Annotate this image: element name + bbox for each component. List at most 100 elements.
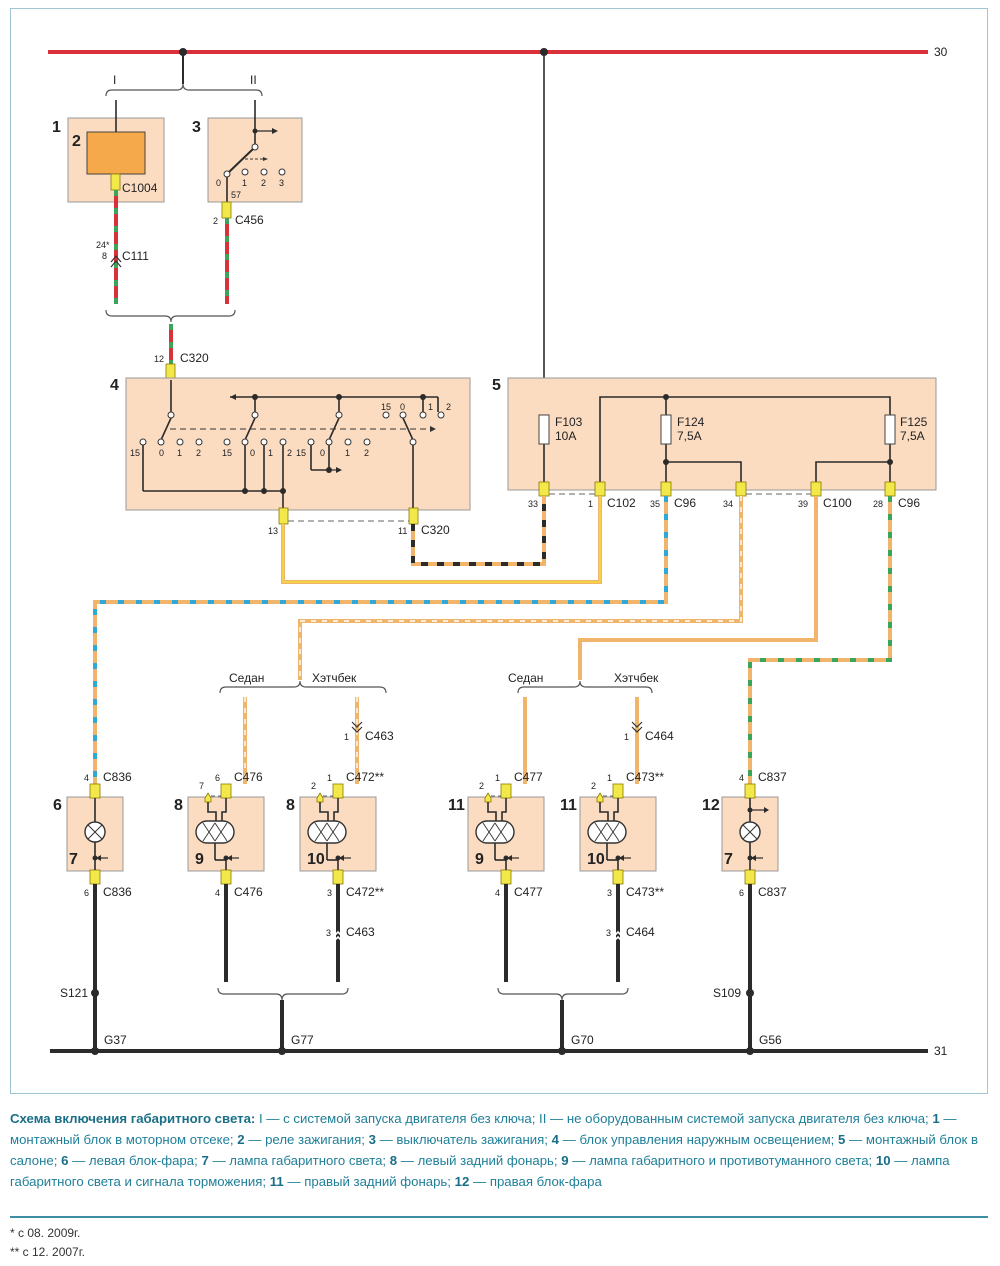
svg-text:2: 2 bbox=[446, 402, 451, 412]
component-number: 9 bbox=[195, 851, 204, 868]
component-number: 11 bbox=[448, 797, 465, 814]
svg-text:15: 15 bbox=[222, 448, 232, 458]
svg-text:3: 3 bbox=[606, 928, 611, 938]
component-number: 10 bbox=[307, 851, 325, 868]
svg-text:C836: C836 bbox=[103, 885, 132, 899]
svg-text:F103: F103 bbox=[555, 415, 583, 429]
svg-text:15: 15 bbox=[296, 448, 306, 458]
svg-text:C477: C477 bbox=[514, 885, 543, 899]
svg-text:33: 33 bbox=[528, 499, 538, 509]
svg-text:6: 6 bbox=[215, 773, 220, 783]
svg-text:C473**: C473** bbox=[626, 885, 664, 899]
svg-text:C320: C320 bbox=[180, 351, 209, 365]
legend-number: 6 bbox=[61, 1153, 69, 1168]
svg-text:C464: C464 bbox=[645, 729, 674, 743]
component-number: 4 bbox=[110, 377, 119, 394]
svg-text:57: 57 bbox=[231, 190, 241, 200]
legend-number: 4 bbox=[551, 1132, 559, 1147]
connector-C464 bbox=[631, 721, 643, 733]
svg-text:35: 35 bbox=[650, 499, 660, 509]
ground-point-G70 bbox=[558, 1047, 566, 1055]
legend-number: 5 bbox=[838, 1132, 846, 1147]
wire-orange bbox=[578, 496, 818, 680]
fuse-F124 bbox=[660, 414, 672, 445]
connector-bottom bbox=[744, 869, 756, 885]
svg-text:C473**: C473** bbox=[626, 770, 664, 784]
component-number: 7 bbox=[69, 851, 78, 868]
svg-text:8: 8 bbox=[102, 251, 107, 261]
legend-number: 3 bbox=[368, 1132, 376, 1147]
svg-text:F124: F124 bbox=[677, 415, 705, 429]
svg-text:4: 4 bbox=[215, 888, 220, 898]
connector-top bbox=[744, 783, 756, 799]
ground-brace bbox=[217, 987, 349, 1001]
svg-text:2: 2 bbox=[311, 781, 316, 791]
svg-text:4: 4 bbox=[84, 773, 89, 783]
connector-alt-pin bbox=[484, 792, 492, 803]
svg-text:C96: C96 bbox=[674, 496, 696, 510]
svg-text:Седан: Седан bbox=[229, 671, 264, 685]
svg-text:34: 34 bbox=[723, 499, 733, 509]
footnotes: * с 08. 2009г. ** с 12. 2007г. bbox=[10, 1224, 85, 1262]
svg-text:G37: G37 bbox=[104, 1033, 127, 1047]
svg-text:15: 15 bbox=[381, 402, 391, 412]
connector-C463 bbox=[351, 721, 363, 733]
lamp-bulb-icon bbox=[587, 820, 627, 844]
svg-text:3: 3 bbox=[279, 178, 284, 188]
footnote: ** с 12. 2007г. bbox=[10, 1245, 85, 1259]
legend-number: 11 bbox=[269, 1174, 284, 1189]
legend-number: 8 bbox=[389, 1153, 398, 1168]
svg-text:C476: C476 bbox=[234, 770, 263, 784]
component-number: 8 bbox=[286, 797, 295, 814]
svg-text:2: 2 bbox=[287, 448, 292, 458]
svg-text:C837: C837 bbox=[758, 770, 787, 784]
component-number: 10 bbox=[587, 851, 605, 868]
svg-text:C111: C111 bbox=[122, 249, 149, 263]
connector-alt-pin bbox=[596, 792, 604, 803]
svg-text:7,5A: 7,5A bbox=[900, 429, 925, 443]
connector-top bbox=[612, 783, 624, 799]
connector-top bbox=[332, 783, 344, 799]
wire-orange-white bbox=[298, 496, 743, 680]
svg-text:C463: C463 bbox=[365, 729, 394, 743]
svg-text:2: 2 bbox=[213, 216, 218, 226]
connector-bottom bbox=[612, 869, 624, 885]
lamp-bulb-icon bbox=[195, 820, 235, 844]
legend-number: 2 bbox=[237, 1132, 245, 1147]
svg-text:C320: C320 bbox=[421, 523, 450, 537]
svg-text:1: 1 bbox=[607, 773, 612, 783]
fuse-F103 bbox=[538, 414, 550, 445]
ground-brace bbox=[497, 987, 629, 1001]
svg-text:7,5A: 7,5A bbox=[677, 429, 702, 443]
svg-text:1: 1 bbox=[242, 178, 247, 188]
connector-C320-pin11 bbox=[408, 507, 419, 525]
svg-text:1: 1 bbox=[345, 448, 350, 458]
caption-body: I — с системой запуска двигателя без клю… bbox=[10, 1111, 978, 1189]
svg-text:24*: 24* bbox=[96, 240, 110, 250]
connector-C111 bbox=[110, 255, 122, 268]
legend-number: 7 bbox=[201, 1153, 209, 1168]
legend-number: 9 bbox=[561, 1153, 569, 1168]
caption-divider bbox=[10, 1216, 988, 1218]
ignition-relay-2 bbox=[86, 131, 146, 175]
caption-title: Схема включения габаритного света: bbox=[10, 1111, 256, 1126]
svg-text:C477: C477 bbox=[514, 770, 543, 784]
connector-C102-pin1 bbox=[594, 481, 606, 497]
svg-text:31: 31 bbox=[934, 1044, 948, 1058]
bus-30-label: 30 bbox=[934, 45, 948, 59]
svg-text:10A: 10A bbox=[555, 429, 576, 443]
figure-caption: Схема включения габаритного света: I — с… bbox=[10, 1108, 988, 1192]
svg-text:C456: C456 bbox=[235, 213, 264, 227]
component-number: 7 bbox=[724, 851, 733, 868]
svg-text:3: 3 bbox=[326, 928, 331, 938]
svg-text:C837: C837 bbox=[758, 885, 787, 899]
ground-point-G37 bbox=[91, 1047, 99, 1055]
svg-text:7: 7 bbox=[199, 781, 204, 791]
svg-text:Хэтчбек: Хэтчбек bbox=[312, 671, 357, 685]
svg-text:11: 11 bbox=[398, 526, 407, 536]
connector-bottom bbox=[89, 869, 101, 885]
